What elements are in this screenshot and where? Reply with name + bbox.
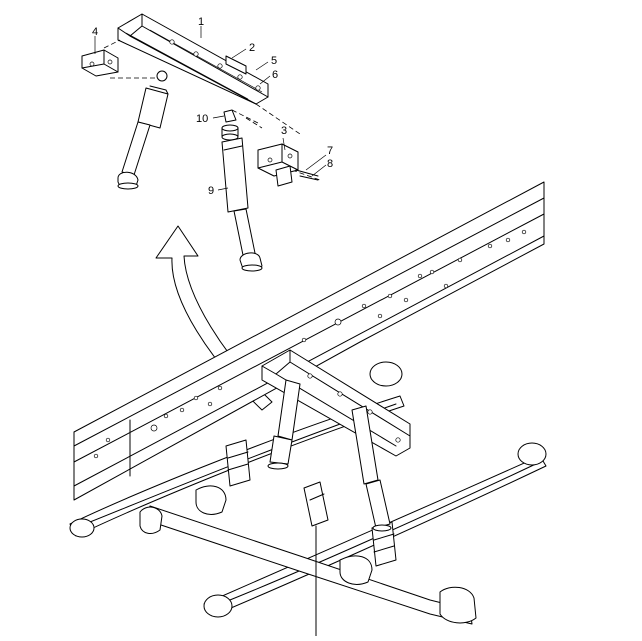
bush-10 xyxy=(221,109,239,141)
shock-mounted-left xyxy=(267,379,301,470)
callout-4: 4 xyxy=(92,26,98,38)
spring-clamp-front xyxy=(371,521,397,567)
callout-5: 5 xyxy=(271,55,277,67)
small-bracket-3 xyxy=(257,143,299,187)
crossmember-mounted xyxy=(261,349,411,457)
callout-10: 10 xyxy=(196,113,208,125)
shock-absorber-left xyxy=(117,70,169,190)
callout-3: 3 xyxy=(281,125,287,137)
callout-9: 9 xyxy=(208,185,214,197)
exploded-assembly xyxy=(81,13,321,272)
alignment-line xyxy=(245,117,263,129)
alignment-line xyxy=(231,109,261,125)
callout-2: 2 xyxy=(249,42,255,54)
small-bracket-4 xyxy=(81,49,119,77)
callout-labels: 1 2 3 4 5 6 7 8 9 10 xyxy=(92,16,333,197)
leader-lines xyxy=(94,26,327,191)
callout-7: 7 xyxy=(327,145,333,157)
axle xyxy=(139,485,477,625)
chassis-assembly xyxy=(69,181,547,637)
callout-6: 6 xyxy=(272,69,278,81)
alignment-line xyxy=(103,39,121,49)
callout-8: 8 xyxy=(327,158,333,170)
chassis-frame xyxy=(73,181,545,501)
shock-mounted-right xyxy=(351,405,392,532)
crossmember-bracket xyxy=(117,13,269,105)
alignment-line xyxy=(291,169,321,181)
shock-absorber-right xyxy=(221,137,263,272)
alignment-line xyxy=(255,103,301,135)
frame-holes xyxy=(93,229,527,459)
mid-bracket xyxy=(303,481,329,637)
spring-clamp-rear xyxy=(225,439,251,487)
callout-1: 1 xyxy=(198,16,204,28)
bolt xyxy=(299,175,319,181)
bolt xyxy=(295,169,319,177)
